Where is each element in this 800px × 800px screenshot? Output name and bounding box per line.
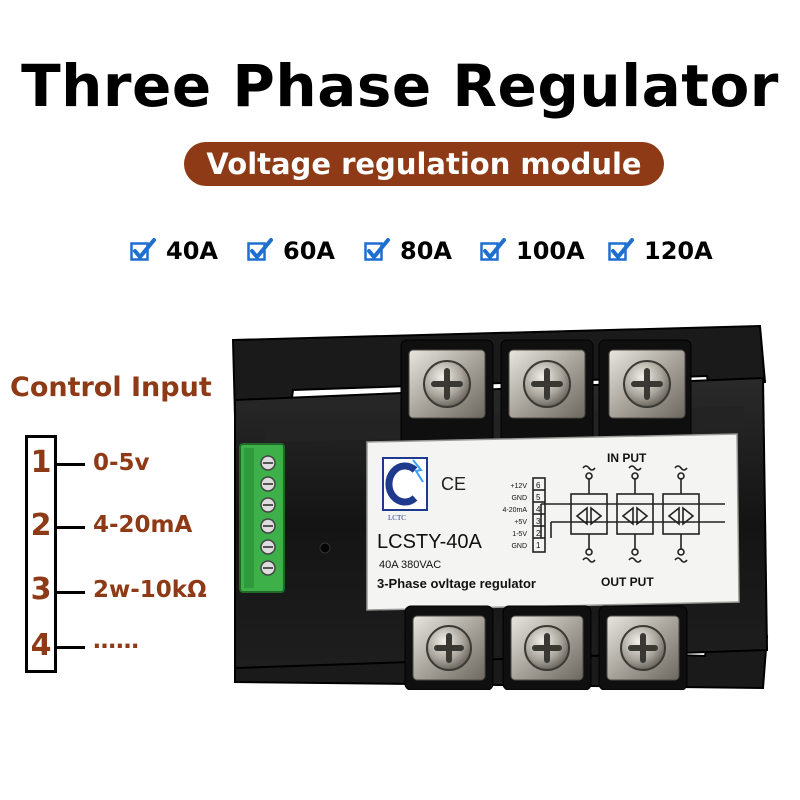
rating-60a: 60A <box>247 234 335 268</box>
terminal-number: 5 <box>536 493 541 502</box>
terminal-number: 2 <box>536 529 541 538</box>
description-text: 3-Phase ovltage regulator <box>377 576 536 591</box>
page-title: Three Phase Regulator <box>21 52 779 120</box>
terminal-name: +12V <box>510 483 527 490</box>
output-label: OUT PUT <box>601 575 654 589</box>
rating-80a: 80A <box>364 234 452 268</box>
terminal-name: 1-5V <box>512 531 527 538</box>
terminal-name: +5V <box>514 519 527 526</box>
regulator-module: LCTC CE LCSTY-40A 40A 380VAC 3-Phase ovl… <box>215 320 785 691</box>
rating-40a: 40A <box>130 234 218 268</box>
pin-label: 2w-10kΩ <box>93 577 207 603</box>
model-text: LCSTY-40A <box>377 531 483 553</box>
control-input-title: Control Input <box>10 372 212 403</box>
pin-number: 2 <box>30 508 52 543</box>
pin-number: 1 <box>30 445 52 480</box>
check-box-icon <box>608 238 634 261</box>
input-label: IN PUT <box>607 451 647 465</box>
lctc-logo-icon <box>382 457 428 511</box>
terminal-name: GND <box>511 495 527 502</box>
ce-mark: CE <box>441 474 466 494</box>
rating-label: 100A <box>516 237 585 265</box>
rating-label: 80A <box>400 237 452 265</box>
pin-connector-line <box>57 463 85 466</box>
rating-label: 120A <box>644 237 713 265</box>
terminal-number: 1 <box>536 541 541 550</box>
control-bracket <box>25 435 57 673</box>
rating-120a: 120A <box>608 234 713 268</box>
pin-label: 4-20mA <box>93 512 193 538</box>
spec-text: 40A 380VAC <box>379 559 441 571</box>
terminal-number: 3 <box>536 517 541 526</box>
mounting-hole <box>319 542 331 554</box>
check-box-icon <box>480 238 506 261</box>
pin-number: 3 <box>30 572 52 607</box>
terminal-number: 4 <box>536 505 541 514</box>
terminal-name: 4-20mA <box>502 507 527 514</box>
pin-connector-line <box>57 591 85 594</box>
check-box-icon <box>130 238 156 261</box>
check-box-icon <box>247 238 273 261</box>
rating-100a: 100A <box>480 234 585 268</box>
subtitle-badge: Voltage regulation module <box>184 142 664 186</box>
pin-label: 0-5v <box>93 450 150 476</box>
schematic-diagram <box>532 465 725 563</box>
pin-connector-line <box>57 646 85 649</box>
brand-text: LCTC <box>388 514 406 522</box>
pin-label: …… <box>93 628 139 654</box>
terminal-name: GND <box>511 543 527 550</box>
rating-label: 40A <box>166 237 218 265</box>
check-box-icon <box>364 238 390 261</box>
regulator-module-drawing: LCTC CE LCSTY-40A 40A 380VAC 3-Phase ovl… <box>231 324 769 691</box>
terminal-number: 6 <box>536 481 541 490</box>
pin-connector-line <box>57 526 85 529</box>
rating-label: 60A <box>283 237 335 265</box>
pin-number: 4 <box>30 628 52 663</box>
